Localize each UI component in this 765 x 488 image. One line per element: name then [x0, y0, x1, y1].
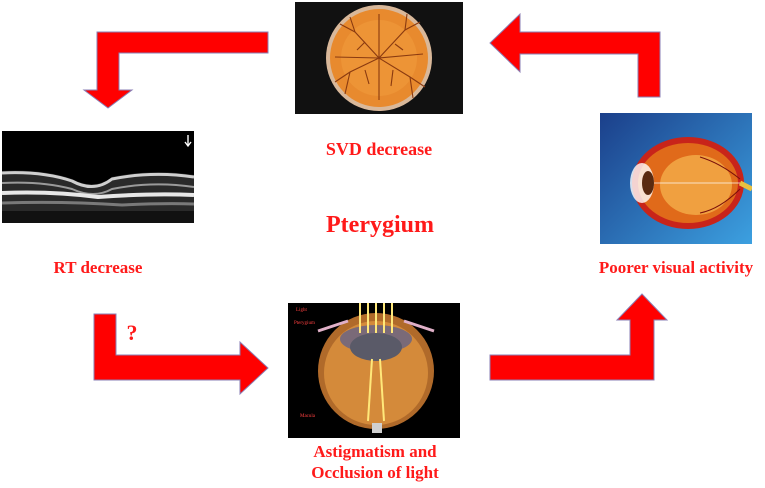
arrow-svd-to-rt — [82, 31, 269, 109]
image-label-macula: Macula — [300, 414, 315, 419]
rt-decrease-label: RT decrease — [53, 258, 143, 277]
arrow-vision-to-svd — [489, 12, 661, 98]
oct-retina-scan-image — [2, 131, 194, 223]
svd-decrease-label: SVD decrease — [325, 139, 433, 159]
arrow-rt-to-astig — [93, 313, 269, 396]
arrow-astig-to-vision — [489, 293, 669, 381]
astigmatism-label-line1: Astigmatism and — [313, 442, 437, 461]
image-label-pterygium: Pterygium — [294, 321, 315, 326]
eye-cross-section-image: Light Pterygium Macula — [288, 303, 460, 438]
astigmatism-label-line2: Occlusion of light — [311, 463, 439, 482]
uncertain-link-mark: ? — [126, 320, 138, 345]
eye-anatomy-image — [600, 113, 752, 244]
center-title: Pterygium — [326, 212, 434, 238]
retinal-vessel-density-image — [295, 2, 463, 114]
image-label-light: Light — [296, 308, 307, 313]
poorer-visual-activity-label: Poorer visual activity — [598, 258, 754, 277]
